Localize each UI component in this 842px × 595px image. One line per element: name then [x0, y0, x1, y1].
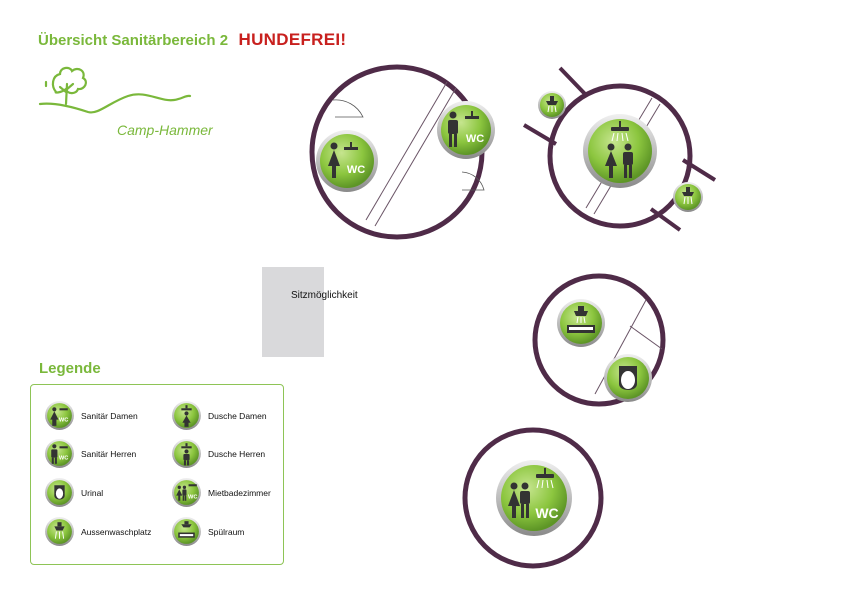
svg-text:WC: WC [59, 456, 68, 462]
legend-item-rental-bathroom: WC Mietbadezimmer [171, 477, 271, 508]
rental-building [462, 427, 604, 569]
service-building [532, 273, 666, 407]
legend-item-outdoor-washing: Aussenwaschplatz [44, 516, 151, 547]
shower-women-icon [172, 401, 201, 430]
legend-label: Mietbadezimmer [208, 487, 271, 498]
title-text: Übersicht Sanitärbereich 2 [38, 32, 229, 49]
urinal-icon[interactable] [602, 352, 654, 404]
sanitary-women-icon: WC [45, 401, 74, 430]
page-title: Übersicht Sanitärbereich 2 HUNDEFREI! [38, 30, 346, 50]
svg-text:WC: WC [188, 495, 197, 501]
legend-item-shower-men: Dusche Herren [171, 438, 265, 469]
legend-label: Spülraum [208, 526, 245, 537]
svg-text:WC: WC [466, 133, 484, 145]
rental-bathroom-icon[interactable]: WC [494, 458, 574, 538]
urinal-icon [45, 478, 74, 507]
legend-label: Aussenwaschplatz [81, 526, 152, 537]
family-shower-icon[interactable] [581, 112, 659, 190]
no-dogs-notice: HUNDEFREI! [238, 30, 347, 49]
seating-label: Sitzmöglichkeit [291, 290, 358, 301]
wc-women-icon[interactable]: WC [314, 128, 380, 194]
legend-label: Sanitär Herren [81, 448, 137, 459]
outdoor-sink-icon[interactable] [537, 90, 567, 120]
seating-area [262, 267, 324, 357]
outdoor-sink-icon-2[interactable] [672, 181, 704, 213]
sanitary-men-icon: WC [45, 439, 74, 468]
legend-label: Sanitär Damen [81, 410, 138, 421]
legend-item-urinal: Urinal [44, 477, 103, 508]
legend-label: Urinal [81, 487, 104, 498]
legend-item-sanitary-women: WC Sanitär Damen [44, 400, 138, 431]
legend-box [30, 384, 284, 565]
outdoor-washing-icon [45, 517, 74, 546]
dishwashing-icon[interactable] [555, 297, 607, 349]
legend-label: Dusche Herren [208, 448, 266, 459]
legend-item-dishwashing: Spülraum [171, 516, 244, 547]
svg-text:WC: WC [59, 418, 68, 424]
shower-men-icon [172, 439, 201, 468]
svg-text:WC: WC [535, 505, 558, 521]
wc-men-icon[interactable]: WC [435, 99, 497, 161]
legend-item-sanitary-men: WC Sanitär Herren [44, 438, 136, 469]
rental-bathroom-icon: WC [172, 478, 201, 507]
legend-label: Dusche Damen [208, 410, 267, 421]
logo-wordmark: Camp-Hammer [117, 122, 213, 138]
legend-title: Legende [39, 360, 101, 377]
svg-text:WC: WC [347, 164, 365, 176]
dishwashing-room-icon [172, 517, 201, 546]
legend-item-shower-women: Dusche Damen [171, 400, 267, 431]
camp-logo [38, 66, 192, 114]
